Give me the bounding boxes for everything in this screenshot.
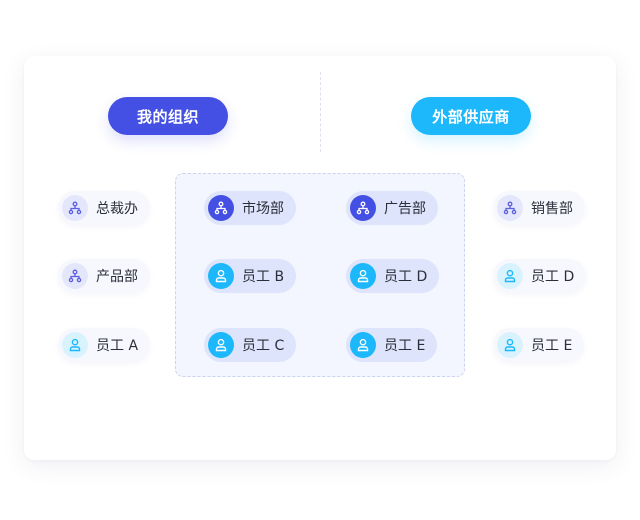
person-icon (350, 263, 376, 289)
item-label: 销售部 (531, 201, 573, 217)
shared-item-dept[interactable]: 广告部 (346, 191, 438, 225)
left-item-dept[interactable]: 产品部 (58, 259, 150, 293)
person-icon (208, 263, 234, 289)
item-label: 员工 D (384, 269, 428, 285)
person-icon (350, 332, 376, 358)
shared-item-dept[interactable]: 市场部 (204, 191, 296, 225)
header-divider (320, 72, 321, 152)
org-tree-icon (62, 195, 88, 221)
item-label: 员工 E (384, 338, 426, 354)
person-icon (62, 332, 88, 358)
item-label: 员工 B (242, 269, 285, 285)
item-label: 员工 D (531, 269, 575, 285)
shared-item-person[interactable]: 员工 B (204, 259, 297, 293)
org-tree-icon (350, 195, 376, 221)
org-tree-icon (208, 195, 234, 221)
person-icon (208, 332, 234, 358)
left-item-person[interactable]: 员工 A (58, 328, 151, 362)
org-tree-icon (62, 263, 88, 289)
right-item-person[interactable]: 员工 D (493, 259, 587, 293)
org-tree-icon (497, 195, 523, 221)
item-label: 总裁办 (96, 201, 138, 217)
right-item-dept[interactable]: 销售部 (493, 191, 585, 225)
shared-item-person[interactable]: 员工 D (346, 259, 440, 293)
item-label: 市场部 (242, 201, 284, 217)
item-label: 广告部 (384, 201, 426, 217)
person-icon (497, 263, 523, 289)
item-label: 员工 C (242, 338, 285, 354)
shared-item-person[interactable]: 员工 C (204, 328, 297, 362)
item-label: 员工 E (531, 338, 573, 354)
shared-item-person[interactable]: 员工 E (346, 328, 438, 362)
external-supplier-button[interactable]: 外部供应商 (411, 97, 531, 135)
person-icon (497, 332, 523, 358)
item-label: 产品部 (96, 269, 138, 285)
item-label: 员工 A (96, 338, 139, 354)
left-item-dept[interactable]: 总裁办 (58, 191, 150, 225)
my-org-button[interactable]: 我的组织 (108, 97, 228, 135)
right-item-person[interactable]: 员工 E (493, 328, 585, 362)
